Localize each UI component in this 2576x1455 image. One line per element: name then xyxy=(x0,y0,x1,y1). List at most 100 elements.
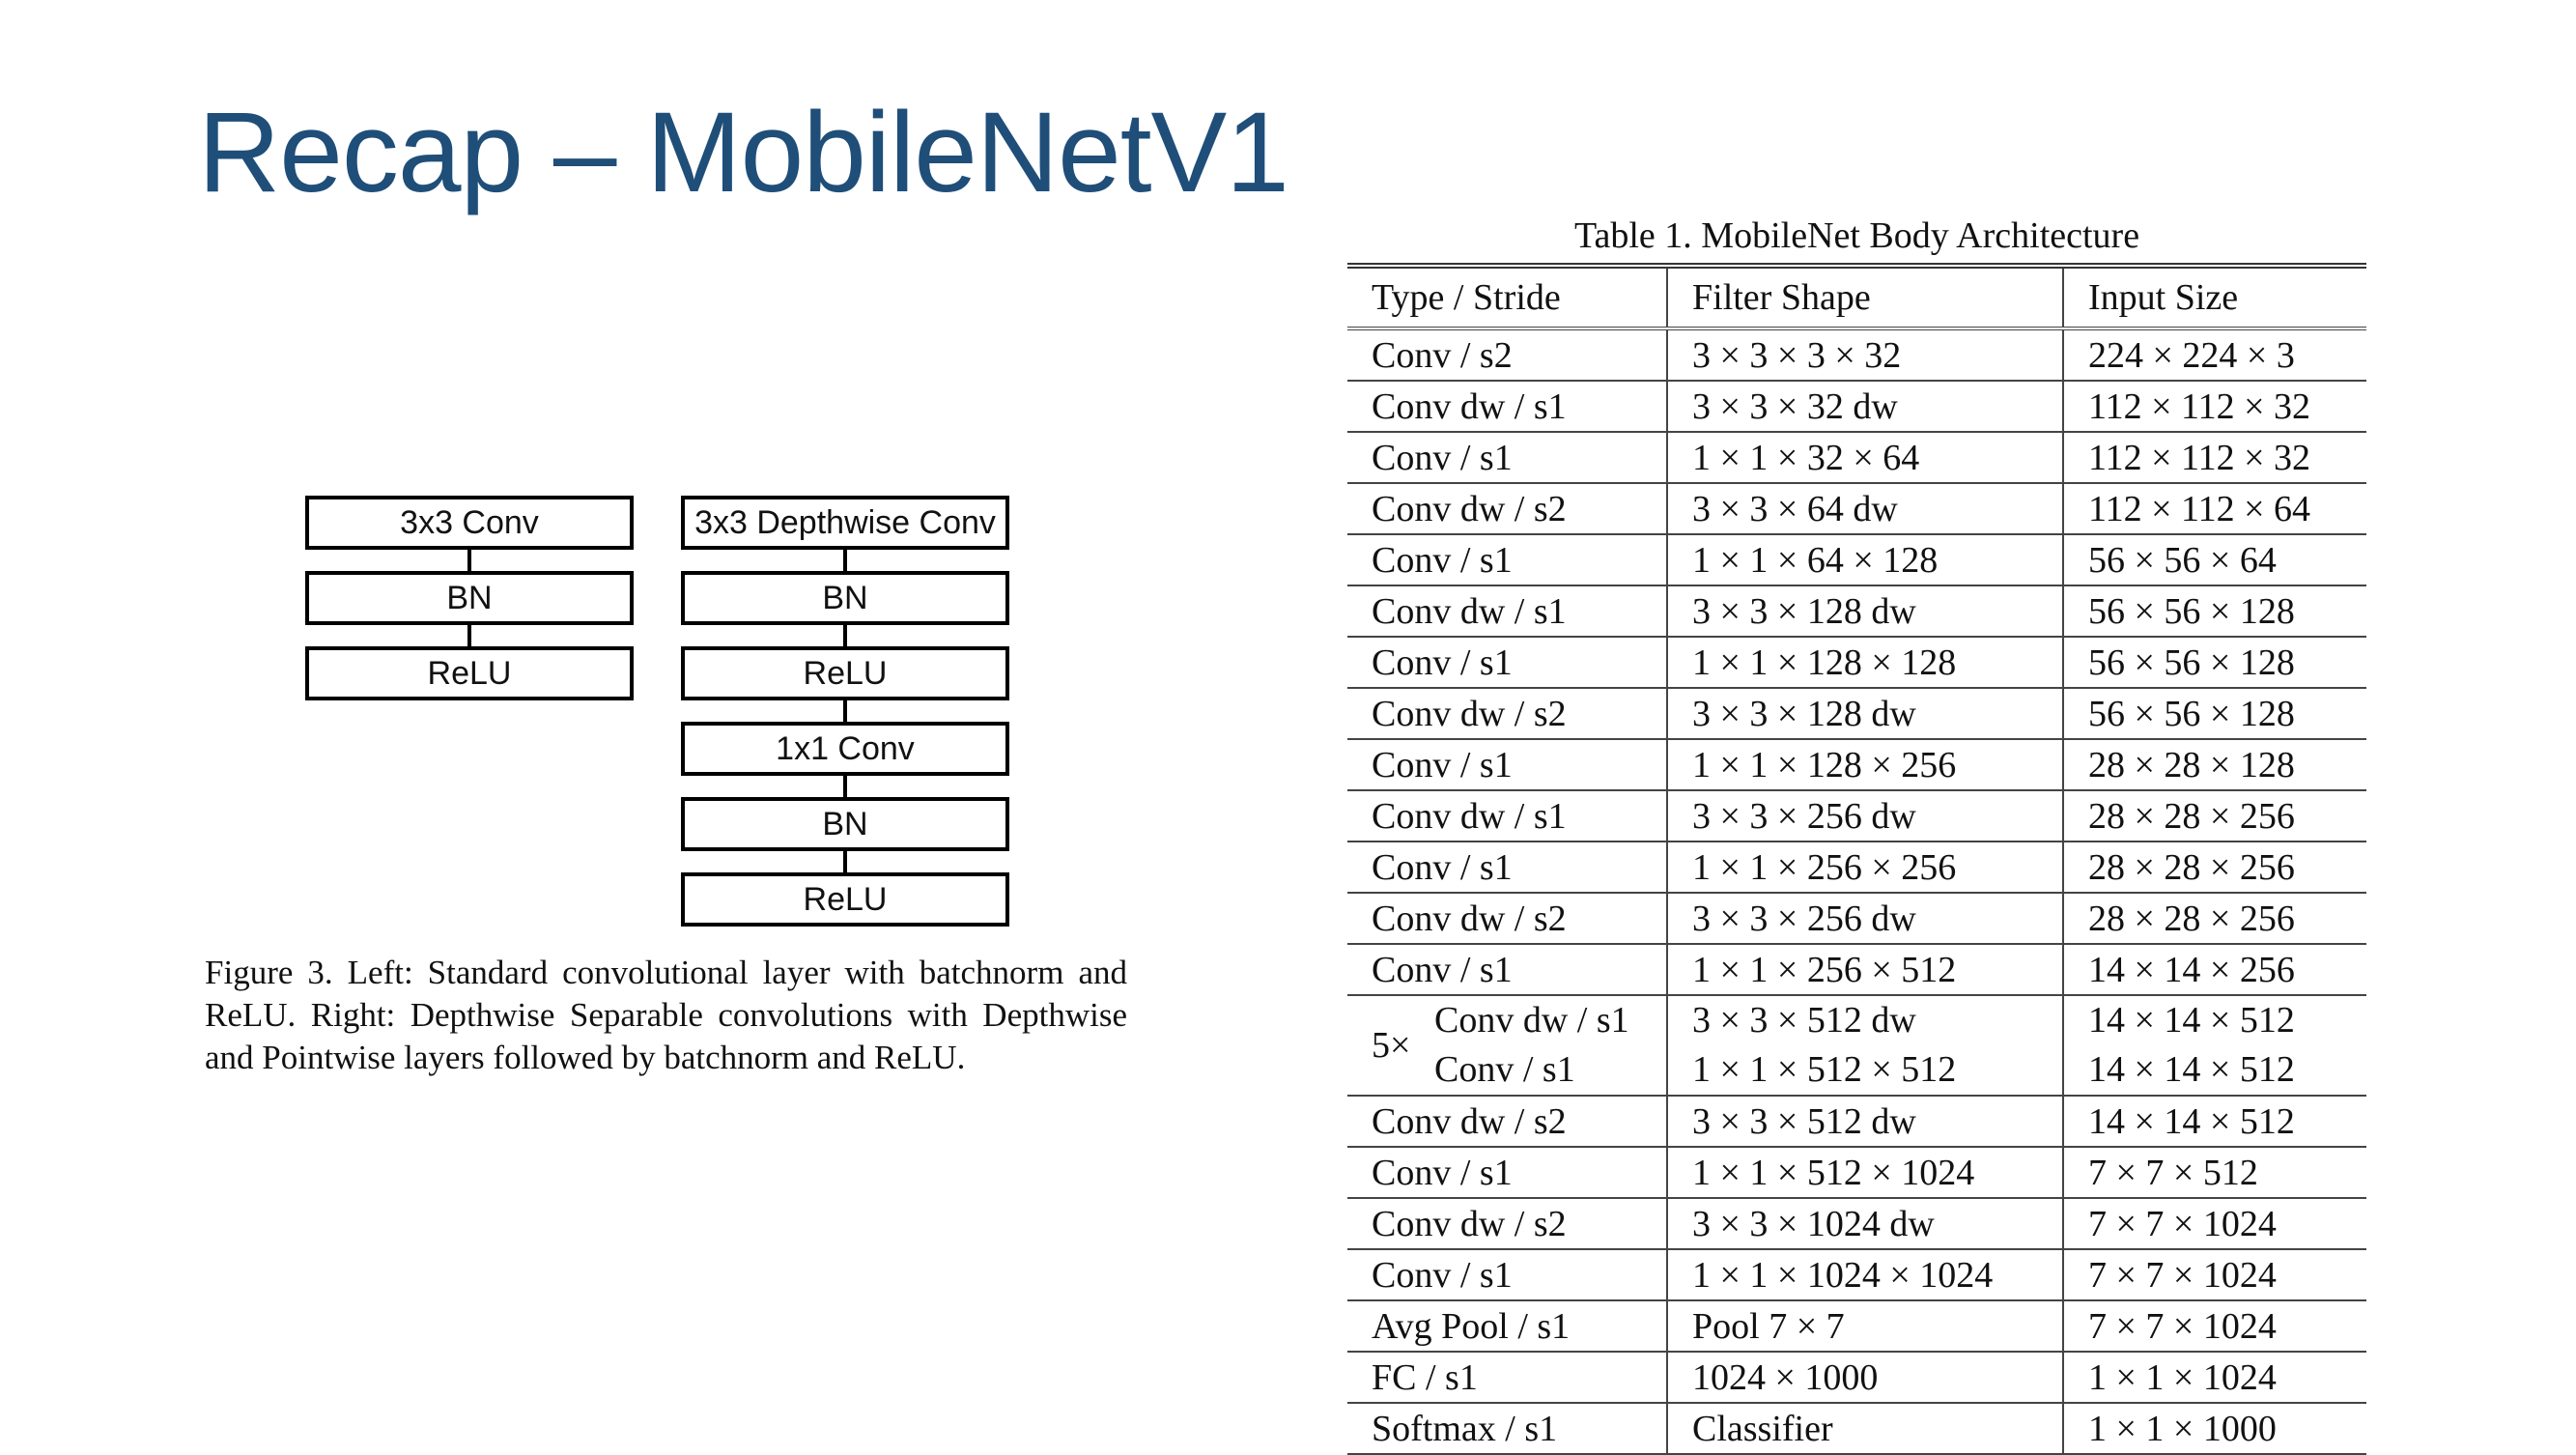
repeat-multiplier: 5× xyxy=(1372,1025,1411,1066)
block-1x1-conv: 1x1 Conv xyxy=(681,722,1009,776)
cell-filter-repeat: 3 × 3 × 512 dw 1 × 1 × 512 × 512 xyxy=(1667,995,2064,1097)
cell-input: 56 × 56 × 64 xyxy=(2063,534,2366,586)
block-bn: BN xyxy=(681,797,1009,851)
repeat-input: 14 × 14 × 512 xyxy=(2088,1000,2295,1041)
block-3x3-depthwise-conv: 3x3 Depthwise Conv xyxy=(681,496,1009,550)
connector xyxy=(843,851,847,872)
cell-type: Conv dw / s1 xyxy=(1347,585,1668,638)
cell-filter: Pool 7 × 7 xyxy=(1667,1300,2064,1353)
cell-filter: 3 × 3 × 3 × 32 xyxy=(1667,328,2064,382)
cell-type: Conv dw / s2 xyxy=(1347,483,1668,535)
cell-type: Conv / s2 xyxy=(1347,328,1668,382)
cell-type: Conv / s1 xyxy=(1347,432,1668,484)
block-3x3-conv: 3x3 Conv xyxy=(305,496,634,550)
cell-filter: 1 × 1 × 32 × 64 xyxy=(1667,432,2064,484)
table-row-repeat-block: 5× Conv dw / s1 Conv / s1 3 × 3 × 512 dw… xyxy=(1347,995,2366,1097)
block-relu: ReLU xyxy=(681,646,1009,700)
cell-input: 112 × 112 × 32 xyxy=(2063,432,2366,484)
cell-type: Conv / s1 xyxy=(1347,944,1668,996)
slide-title: Recap – MobileNetV1 xyxy=(198,89,1289,216)
block-relu: ReLU xyxy=(681,872,1009,927)
cell-type: Avg Pool / s1 xyxy=(1347,1300,1668,1353)
cell-input-repeat: 14 × 14 × 512 14 × 14 × 512 xyxy=(2063,995,2366,1097)
cell-type-repeat: 5× Conv dw / s1 Conv / s1 xyxy=(1347,995,1668,1097)
cell-input: 7 × 7 × 1024 xyxy=(2063,1249,2366,1301)
cell-input: 1 × 1 × 1024 xyxy=(2063,1352,2366,1404)
cell-type: Conv dw / s2 xyxy=(1347,893,1668,945)
cell-filter: 3 × 3 × 64 dw xyxy=(1667,483,2064,535)
table-header-row: Type / Stride Filter Shape Input Size xyxy=(1347,266,2366,329)
cell-input: 28 × 28 × 256 xyxy=(2063,842,2366,894)
cell-filter: 1 × 1 × 256 × 512 xyxy=(1667,944,2064,996)
cell-type: Conv / s1 xyxy=(1347,842,1668,894)
cell-filter: 3 × 3 × 128 dw xyxy=(1667,585,2064,638)
figure-caption: Figure 3. Left: Standard convolutional l… xyxy=(205,954,1127,1076)
repeat-type: Conv / s1 xyxy=(1434,1049,1575,1090)
repeat-filter: 3 × 3 × 512 dw xyxy=(1692,1000,1916,1041)
cell-filter: 3 × 3 × 32 dw xyxy=(1667,381,2064,433)
block-bn: BN xyxy=(305,571,634,625)
header-input-size: Input Size xyxy=(2063,266,2366,329)
cell-input: 28 × 28 × 128 xyxy=(2063,739,2366,791)
cell-type: FC / s1 xyxy=(1347,1352,1668,1404)
cell-filter: 1 × 1 × 128 × 128 xyxy=(1667,637,2064,689)
cell-type: Conv dw / s2 xyxy=(1347,1096,1668,1148)
repeat-type: Conv dw / s1 xyxy=(1434,1000,1629,1041)
cell-input: 28 × 28 × 256 xyxy=(2063,790,2366,842)
cell-input: 56 × 56 × 128 xyxy=(2063,688,2366,740)
cell-filter: 1 × 1 × 64 × 128 xyxy=(1667,534,2064,586)
cell-input: 7 × 7 × 1024 xyxy=(2063,1300,2366,1353)
cell-filter: 1 × 1 × 256 × 256 xyxy=(1667,842,2064,894)
cell-type: Conv dw / s2 xyxy=(1347,1198,1668,1250)
cell-input: 56 × 56 × 128 xyxy=(2063,637,2366,689)
connector xyxy=(843,776,847,797)
connector xyxy=(843,625,847,646)
cell-input: 1 × 1 × 1000 xyxy=(2063,1403,2366,1455)
connector xyxy=(843,700,847,722)
repeat-input: 14 × 14 × 512 xyxy=(2088,1049,2295,1090)
cell-filter: 3 × 3 × 512 dw xyxy=(1667,1096,2064,1148)
table-caption: Table 1. MobileNet Body Architecture xyxy=(1573,215,2140,256)
cell-type: Conv dw / s1 xyxy=(1347,381,1668,433)
cell-type: Softmax / s1 xyxy=(1347,1403,1668,1455)
header-filter-shape: Filter Shape xyxy=(1667,266,2064,329)
cell-input: 14 × 14 × 256 xyxy=(2063,944,2366,996)
cell-type: Conv dw / s1 xyxy=(1347,790,1668,842)
cell-input: 7 × 7 × 512 xyxy=(2063,1147,2366,1199)
cell-type: Conv / s1 xyxy=(1347,1249,1668,1301)
cell-filter: 3 × 3 × 256 dw xyxy=(1667,893,2064,945)
connector xyxy=(843,550,847,571)
cell-filter: 1 × 1 × 1024 × 1024 xyxy=(1667,1249,2064,1301)
cell-filter: Classifier xyxy=(1667,1403,2064,1455)
architecture-table: Type / Stride Filter Shape Input Size Co… xyxy=(1347,263,2366,1455)
cell-filter: 1 × 1 × 512 × 1024 xyxy=(1667,1147,2064,1199)
cell-type: Conv dw / s2 xyxy=(1347,688,1668,740)
cell-input: 7 × 7 × 1024 xyxy=(2063,1198,2366,1250)
connector xyxy=(467,625,471,646)
cell-type: Conv / s1 xyxy=(1347,1147,1668,1199)
cell-input: 56 × 56 × 128 xyxy=(2063,585,2366,638)
cell-type: Conv / s1 xyxy=(1347,637,1668,689)
cell-type: Conv / s1 xyxy=(1347,739,1668,791)
cell-input: 224 × 224 × 3 xyxy=(2063,328,2366,382)
block-relu: ReLU xyxy=(305,646,634,700)
block-bn: BN xyxy=(681,571,1009,625)
